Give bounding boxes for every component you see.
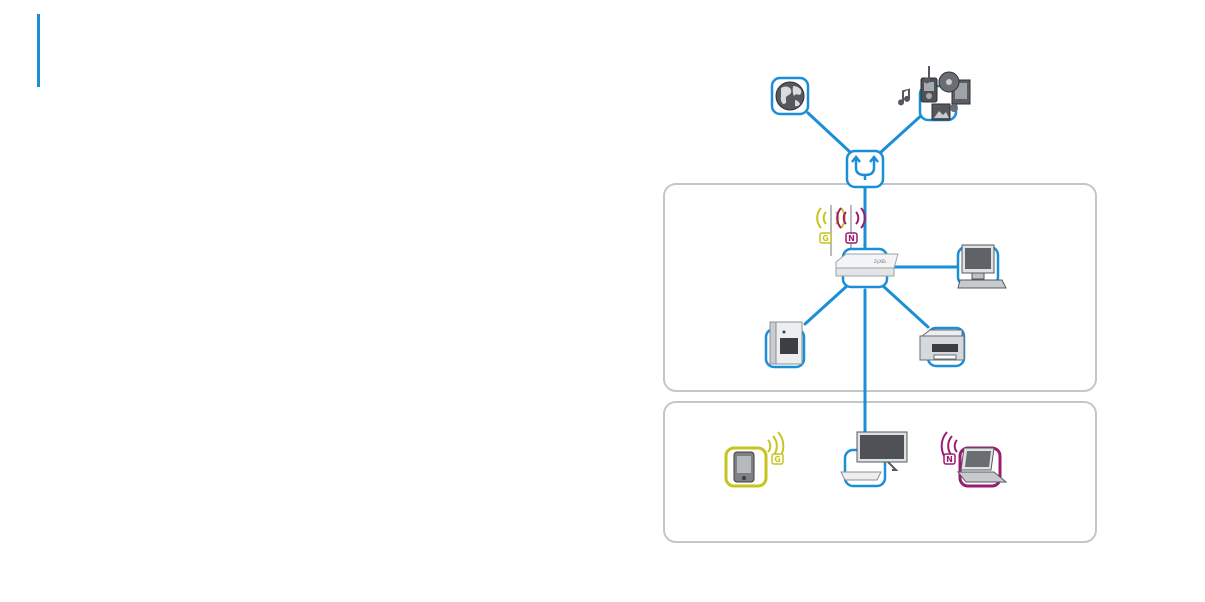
pda-icon <box>726 448 766 486</box>
badge-g-pda: G <box>772 454 783 464</box>
badge-n-laptop: N <box>944 454 955 464</box>
badge-n-router: N <box>846 233 857 243</box>
line-router-nas <box>805 285 848 324</box>
nas-icon <box>766 322 804 367</box>
media-player-icon <box>841 432 907 486</box>
svg-text:G: G <box>774 455 781 464</box>
line-media-switch <box>881 113 924 152</box>
svg-text:N: N <box>848 234 855 243</box>
globe-icon <box>772 78 808 114</box>
media-icon <box>898 66 970 120</box>
desktop-icon <box>958 245 1006 288</box>
switch-icon <box>847 151 883 187</box>
line-router-printer <box>882 285 928 327</box>
svg-text:G: G <box>822 234 829 243</box>
line-globe-switch <box>808 113 850 152</box>
printer-icon <box>920 328 964 366</box>
laptop-icon <box>958 448 1006 486</box>
badge-g-router: G <box>820 233 831 243</box>
svg-text:N: N <box>946 455 953 464</box>
svg-text:ZyXEL: ZyXEL <box>874 259 887 264</box>
router-icon: ZyXEL <box>836 249 898 287</box>
